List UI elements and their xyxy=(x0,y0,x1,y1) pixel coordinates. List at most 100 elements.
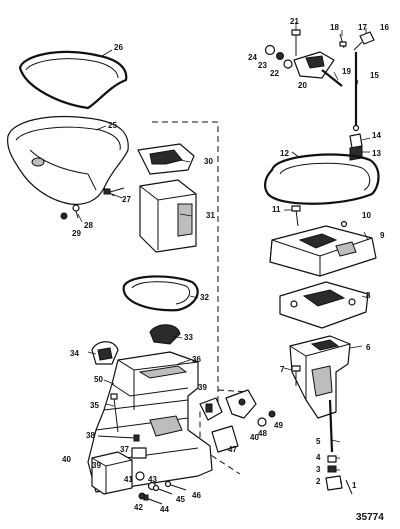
callout-13: 13 xyxy=(372,149,381,158)
callout-1: 1 xyxy=(352,481,357,490)
bolt-35-part xyxy=(110,393,119,433)
callout-30: 30 xyxy=(204,157,213,166)
cover-34-part xyxy=(91,341,119,365)
callout-7: 7 xyxy=(280,365,285,374)
callout-40b: 40 xyxy=(62,455,71,464)
shift-shaft-5-part xyxy=(328,399,334,453)
callout-25: 25 xyxy=(108,121,117,130)
callout-38: 38 xyxy=(86,431,95,440)
bushing-24-part xyxy=(264,44,276,56)
callout-19: 19 xyxy=(342,67,351,76)
bolt-46-part xyxy=(164,480,187,491)
callout-20: 20 xyxy=(298,81,307,90)
bushing-22-part xyxy=(283,59,293,69)
clip-17-part xyxy=(339,41,347,47)
callout-47: 47 xyxy=(228,445,237,454)
fitting-16-part xyxy=(353,31,375,51)
callout-15: 15 xyxy=(370,71,379,80)
callout-40a: 40 xyxy=(250,433,259,442)
spacer-housing-6-part xyxy=(289,335,351,419)
callout-11: 11 xyxy=(272,205,281,214)
nut-48-part xyxy=(257,417,267,427)
callout-37: 37 xyxy=(120,445,129,454)
callout-22: 22 xyxy=(270,69,279,78)
fastener-28-part xyxy=(72,204,80,219)
callout-6: 6 xyxy=(366,343,371,352)
upper-cowl-part xyxy=(7,115,129,205)
callout-45: 45 xyxy=(176,495,185,504)
bolt-21-part xyxy=(291,29,301,56)
callout-24: 24 xyxy=(248,53,257,62)
callout-16: 16 xyxy=(380,23,389,32)
top-seal-part xyxy=(18,50,128,110)
callout-18: 18 xyxy=(330,23,339,32)
callout-43: 43 xyxy=(148,475,157,484)
pin-1-part xyxy=(345,479,353,495)
fastener-29-part xyxy=(60,212,68,220)
callout-44: 44 xyxy=(160,505,169,514)
callout-48: 48 xyxy=(258,429,267,438)
callout-33: 33 xyxy=(184,333,193,342)
callout-9: 9 xyxy=(380,231,385,240)
callout-5: 5 xyxy=(316,437,321,446)
callout-50: 50 xyxy=(94,375,103,384)
plate-47-part xyxy=(211,425,239,453)
callout-39a: 39 xyxy=(198,383,207,392)
coupler-2-part xyxy=(325,475,343,491)
leader-lines xyxy=(77,22,371,483)
bolt-45-part xyxy=(152,484,173,495)
callout-10: 10 xyxy=(362,211,371,220)
callout-4: 4 xyxy=(316,453,321,462)
seal-ring-12-part xyxy=(263,153,380,205)
callout-21: 21 xyxy=(290,17,299,26)
callout-14: 14 xyxy=(372,131,381,140)
lever-40-part xyxy=(225,389,257,419)
callout-26: 26 xyxy=(114,43,123,52)
washer-23-part xyxy=(276,52,284,60)
reference-number: 35774 xyxy=(356,512,384,523)
callout-36: 36 xyxy=(192,355,201,364)
bolt-7-part xyxy=(291,365,301,386)
callout-labels: 1 2 3 4 5 6 7 8 9 10 11 12 13 14 15 16 1… xyxy=(62,17,389,514)
inner-housing-31-part xyxy=(139,179,197,253)
gasket-32-part xyxy=(122,275,199,312)
callout-12: 12 xyxy=(280,149,289,158)
callout-46: 46 xyxy=(192,491,201,500)
callout-35: 35 xyxy=(90,401,99,410)
shift-rod-15-part xyxy=(352,52,360,132)
bolt-11-part xyxy=(291,205,301,227)
callout-8: 8 xyxy=(366,291,371,300)
bracket-30-part xyxy=(137,143,195,175)
stud-38-part xyxy=(97,434,140,442)
block-37-part xyxy=(131,447,147,459)
adapter-plate-9-part xyxy=(269,225,377,277)
washer-10-part xyxy=(340,220,348,228)
bushing-4-part xyxy=(327,455,337,463)
callout-41: 41 xyxy=(124,475,133,484)
callout-34: 34 xyxy=(70,349,79,358)
callout-28: 28 xyxy=(84,221,93,230)
callout-23: 23 xyxy=(258,61,267,70)
callout-39b: 39 xyxy=(92,461,101,470)
arm-19-part xyxy=(321,69,343,87)
callout-17: 17 xyxy=(358,23,367,32)
callout-29: 29 xyxy=(72,229,81,238)
callout-49: 49 xyxy=(274,421,283,430)
callout-2: 2 xyxy=(316,477,321,486)
cap-33-part xyxy=(149,324,181,345)
screw-27-part xyxy=(103,187,125,195)
callout-27: 27 xyxy=(122,195,131,204)
washer-49-part xyxy=(268,410,276,418)
bracket-39-part xyxy=(199,397,223,421)
washer-41-part xyxy=(135,471,145,481)
callout-42: 42 xyxy=(134,503,143,512)
gasket-plate-8-part xyxy=(279,281,369,329)
lower-block-part xyxy=(91,451,133,495)
coupler-3-part xyxy=(327,465,337,473)
assembly-dashed-link xyxy=(217,389,251,393)
callout-3: 3 xyxy=(316,465,321,474)
bolt-44-part xyxy=(143,494,163,505)
callout-32: 32 xyxy=(200,293,209,302)
callout-31: 31 xyxy=(206,211,215,220)
